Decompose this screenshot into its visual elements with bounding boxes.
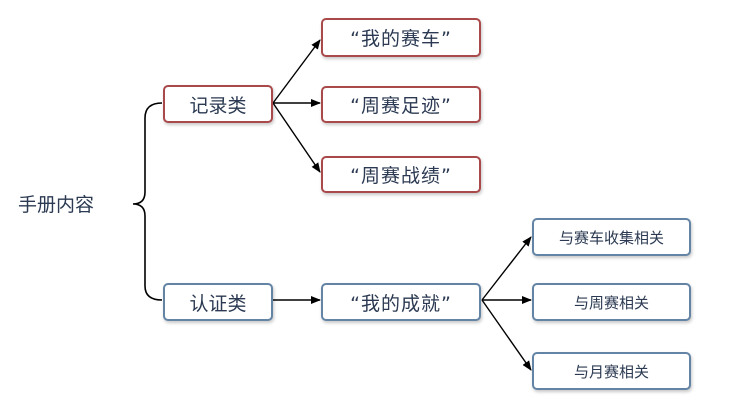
my-achievements-node: “我的成就”	[321, 283, 481, 321]
root-bracket	[132, 102, 163, 301]
weekly-record-node: “周赛战绩”	[321, 156, 481, 193]
monthly-related-node: 与月赛相关	[532, 352, 691, 390]
arrow-achievements-to-monthly	[481, 299, 532, 371]
car-collection-node: 与赛车收集相关	[532, 218, 691, 256]
root-label: 手册内容	[18, 194, 95, 216]
arrow-record-to-my-car	[272, 39, 321, 104]
arrow-achievements-to-car-collection	[481, 236, 532, 301]
record-category-node: 记录类	[163, 85, 273, 123]
certify-category-node: 认证类	[163, 283, 273, 321]
weekly-related-node: 与周赛相关	[532, 283, 691, 321]
my-car-node: “我的赛车”	[321, 18, 481, 57]
arrow-record-to-weekly-record	[272, 102, 321, 173]
weekly-footprint-node: “周赛足迹”	[321, 86, 481, 123]
